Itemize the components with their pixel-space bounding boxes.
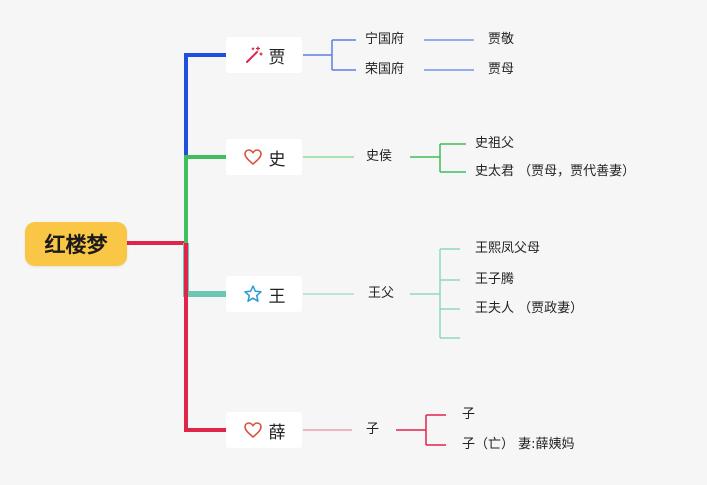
branch-node-jia[interactable]: 贾 (226, 37, 302, 73)
branch-label: 史 (268, 149, 286, 170)
root-node[interactable]: 红楼梦 (25, 222, 127, 266)
heart-icon (243, 147, 263, 167)
leaf-node[interactable]: 贾母 (488, 62, 515, 77)
subnode-rongguofu[interactable]: 荣国府 (365, 62, 405, 77)
subnode-wangfu[interactable]: 王父 (368, 286, 395, 301)
trunk-xue (184, 243, 226, 432)
leaf-node[interactable]: 王子腾 (475, 272, 515, 287)
leaf-node[interactable]: 史祖父 (475, 136, 515, 151)
branch-node-shi[interactable]: 史 (226, 139, 302, 175)
subnode-shihou[interactable]: 史侯 (366, 149, 393, 164)
branch-node-xue[interactable]: 薛 (226, 412, 302, 448)
leaf-node[interactable]: 贾敬 (488, 32, 515, 47)
branch-label: 薛 (268, 422, 286, 443)
leaf-node[interactable]: 史太君 （贾母，贾代善妻） (475, 164, 636, 179)
trunk-shi (184, 155, 226, 243)
leaf-node[interactable]: 子 (462, 407, 476, 422)
heart-icon (243, 420, 263, 440)
trunk-wang (183, 243, 226, 297)
xue-leaf-connector (396, 414, 446, 446)
star-icon (243, 284, 263, 304)
leaf-node[interactable]: 王夫人 （贾政妻） (475, 301, 584, 316)
branch-node-wang[interactable]: 王 (226, 276, 302, 312)
trunk-jia (184, 53, 226, 157)
subnode-zi[interactable]: 子 (366, 422, 380, 437)
leaf-node[interactable]: 子（亡） 妻:薛姨妈 (462, 437, 575, 452)
shi-leaf-connector (410, 143, 466, 173)
wang-leaf-connector (410, 248, 460, 339)
subnode-ningguofu[interactable]: 宁国府 (365, 32, 405, 47)
leaf-node[interactable]: 王熙凤父母 (475, 241, 541, 256)
branch-label: 王 (268, 286, 286, 307)
jia-connector (303, 39, 356, 71)
branch-label: 贾 (268, 47, 286, 68)
magic-wand-icon (243, 45, 263, 65)
root-label: 红楼梦 (44, 233, 108, 257)
